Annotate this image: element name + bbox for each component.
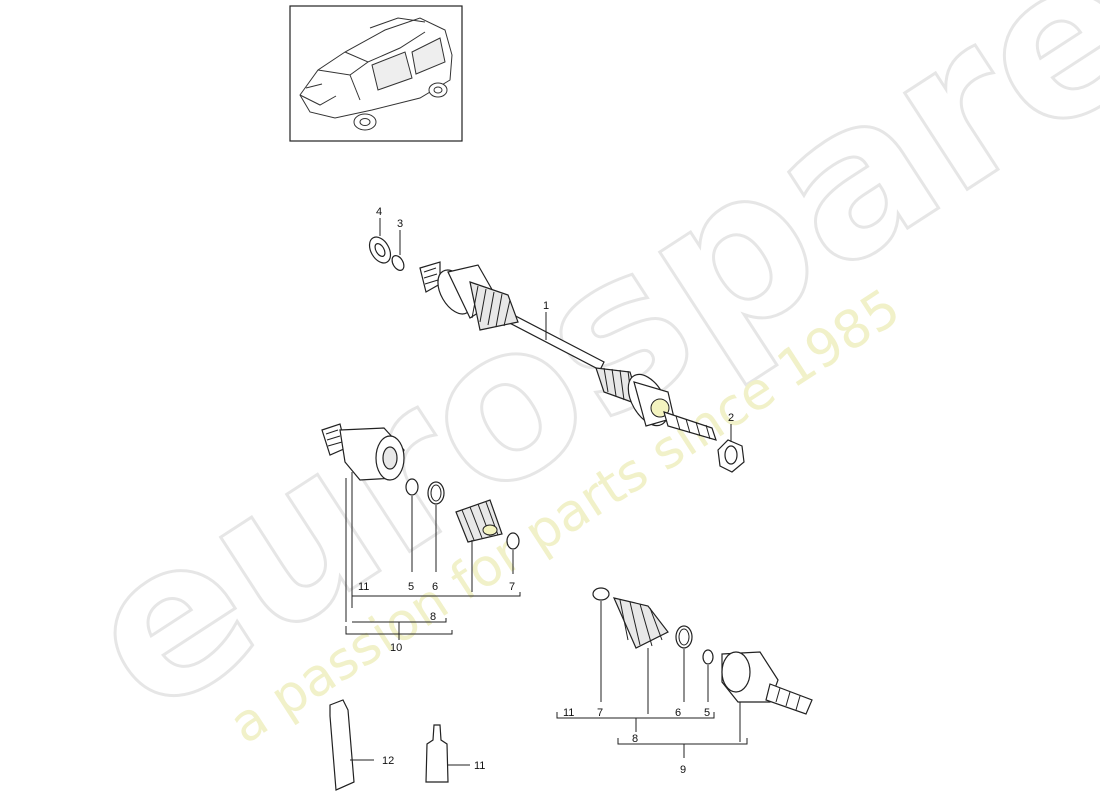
- stub-shaft: [663, 411, 717, 441]
- callout-5-right: 5: [704, 707, 710, 719]
- watermark: eurospares a passion for parts since 198…: [42, 0, 1100, 763]
- callout-1: 1: [543, 300, 549, 312]
- callout-10: 10: [390, 642, 402, 654]
- grease-tube: [329, 699, 355, 791]
- outer-joint: [627, 373, 675, 427]
- collar-nut: [717, 439, 745, 473]
- callout-2: 2: [728, 412, 734, 424]
- callout-9: 9: [680, 764, 686, 776]
- callout-8-left: 8: [430, 611, 436, 623]
- seal-ring: [368, 236, 392, 264]
- watermark-brand: eurospares: [44, 0, 1100, 762]
- inner-boot: [469, 281, 519, 331]
- leader-lines: [345, 218, 748, 766]
- callout-4: 4: [376, 206, 382, 218]
- circlip: [391, 255, 405, 271]
- callout-6-right: 6: [675, 707, 681, 719]
- callout-7-right: 7: [597, 707, 603, 719]
- car-icon: [299, 17, 453, 131]
- callout-11-left: 11: [358, 581, 369, 593]
- callout-11-bottle: 11: [474, 760, 485, 772]
- callout-11-right: 11: [563, 707, 574, 719]
- callout-6-left: 6: [432, 581, 438, 593]
- vehicle-thumbnail: [289, 5, 463, 142]
- callout-5-left: 5: [408, 581, 414, 593]
- callouts: 4 3 1 2 11 5 6 7 8 10 11 7 6 5 8 9 12 11: [358, 206, 734, 776]
- joint-kit-left: [321, 423, 520, 550]
- callout-3: 3: [397, 218, 403, 230]
- drive-shaft-assembly: [419, 261, 717, 441]
- joint-kit-right: [592, 587, 813, 715]
- callout-8-right: 8: [632, 733, 638, 745]
- sealant-bottle: [425, 724, 449, 783]
- callout-7-left: 7: [509, 581, 515, 593]
- callout-12: 12: [382, 755, 394, 767]
